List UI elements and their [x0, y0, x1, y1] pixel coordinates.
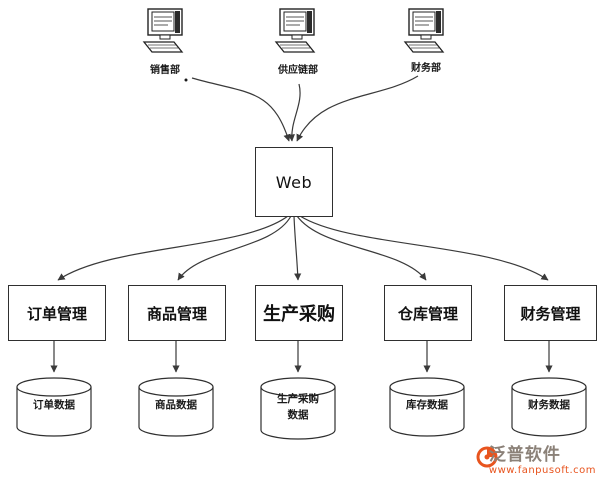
- module-to-db-arrows: [50, 341, 553, 373]
- db-label-finance: 财务数据: [528, 399, 570, 411]
- db-label-order: 订单数据: [33, 399, 75, 411]
- client-label-finance: 财务部: [411, 63, 441, 74]
- db-label-inventory: 库存数据: [406, 399, 448, 411]
- db-label-production: 生产采购数据: [277, 393, 319, 422]
- module-box-production: 生产采购: [255, 285, 343, 341]
- db-cylinder-finance: [511, 377, 587, 437]
- module-box-product: 商品管理: [128, 285, 226, 341]
- db-cylinder-product: [138, 377, 214, 437]
- watermark-brand: 泛普软件: [488, 445, 561, 466]
- computer-icon-supply: [275, 8, 315, 53]
- watermark-url: www.fanpusoft.com: [488, 465, 596, 476]
- module-box-finance: 财务管理: [504, 285, 597, 341]
- client-to-web-arrows: [191, 75, 419, 142]
- db-cylinder-inventory: [389, 377, 465, 437]
- web-server-box: Web: [255, 147, 333, 217]
- module-box-order: 订单管理: [8, 285, 106, 341]
- fanpu-logo-icon: [476, 446, 498, 468]
- watermark: 泛普软件 www.fanpusoft.com: [485, 446, 596, 476]
- dot: [184, 78, 188, 82]
- module-box-inventory: 仓库管理: [384, 285, 472, 341]
- computer-icon-sales: [143, 8, 183, 53]
- computer-icon-finance: [404, 8, 444, 53]
- client-label-supply: 供应链部: [278, 65, 318, 76]
- db-cylinder-production: [260, 377, 336, 440]
- db-cylinders: [16, 377, 587, 440]
- db-cylinder-order: [16, 377, 92, 437]
- client-label-sales: 销售部: [150, 65, 180, 76]
- db-label-product: 商品数据: [155, 399, 197, 411]
- web-to-module-arrows: [57, 215, 549, 281]
